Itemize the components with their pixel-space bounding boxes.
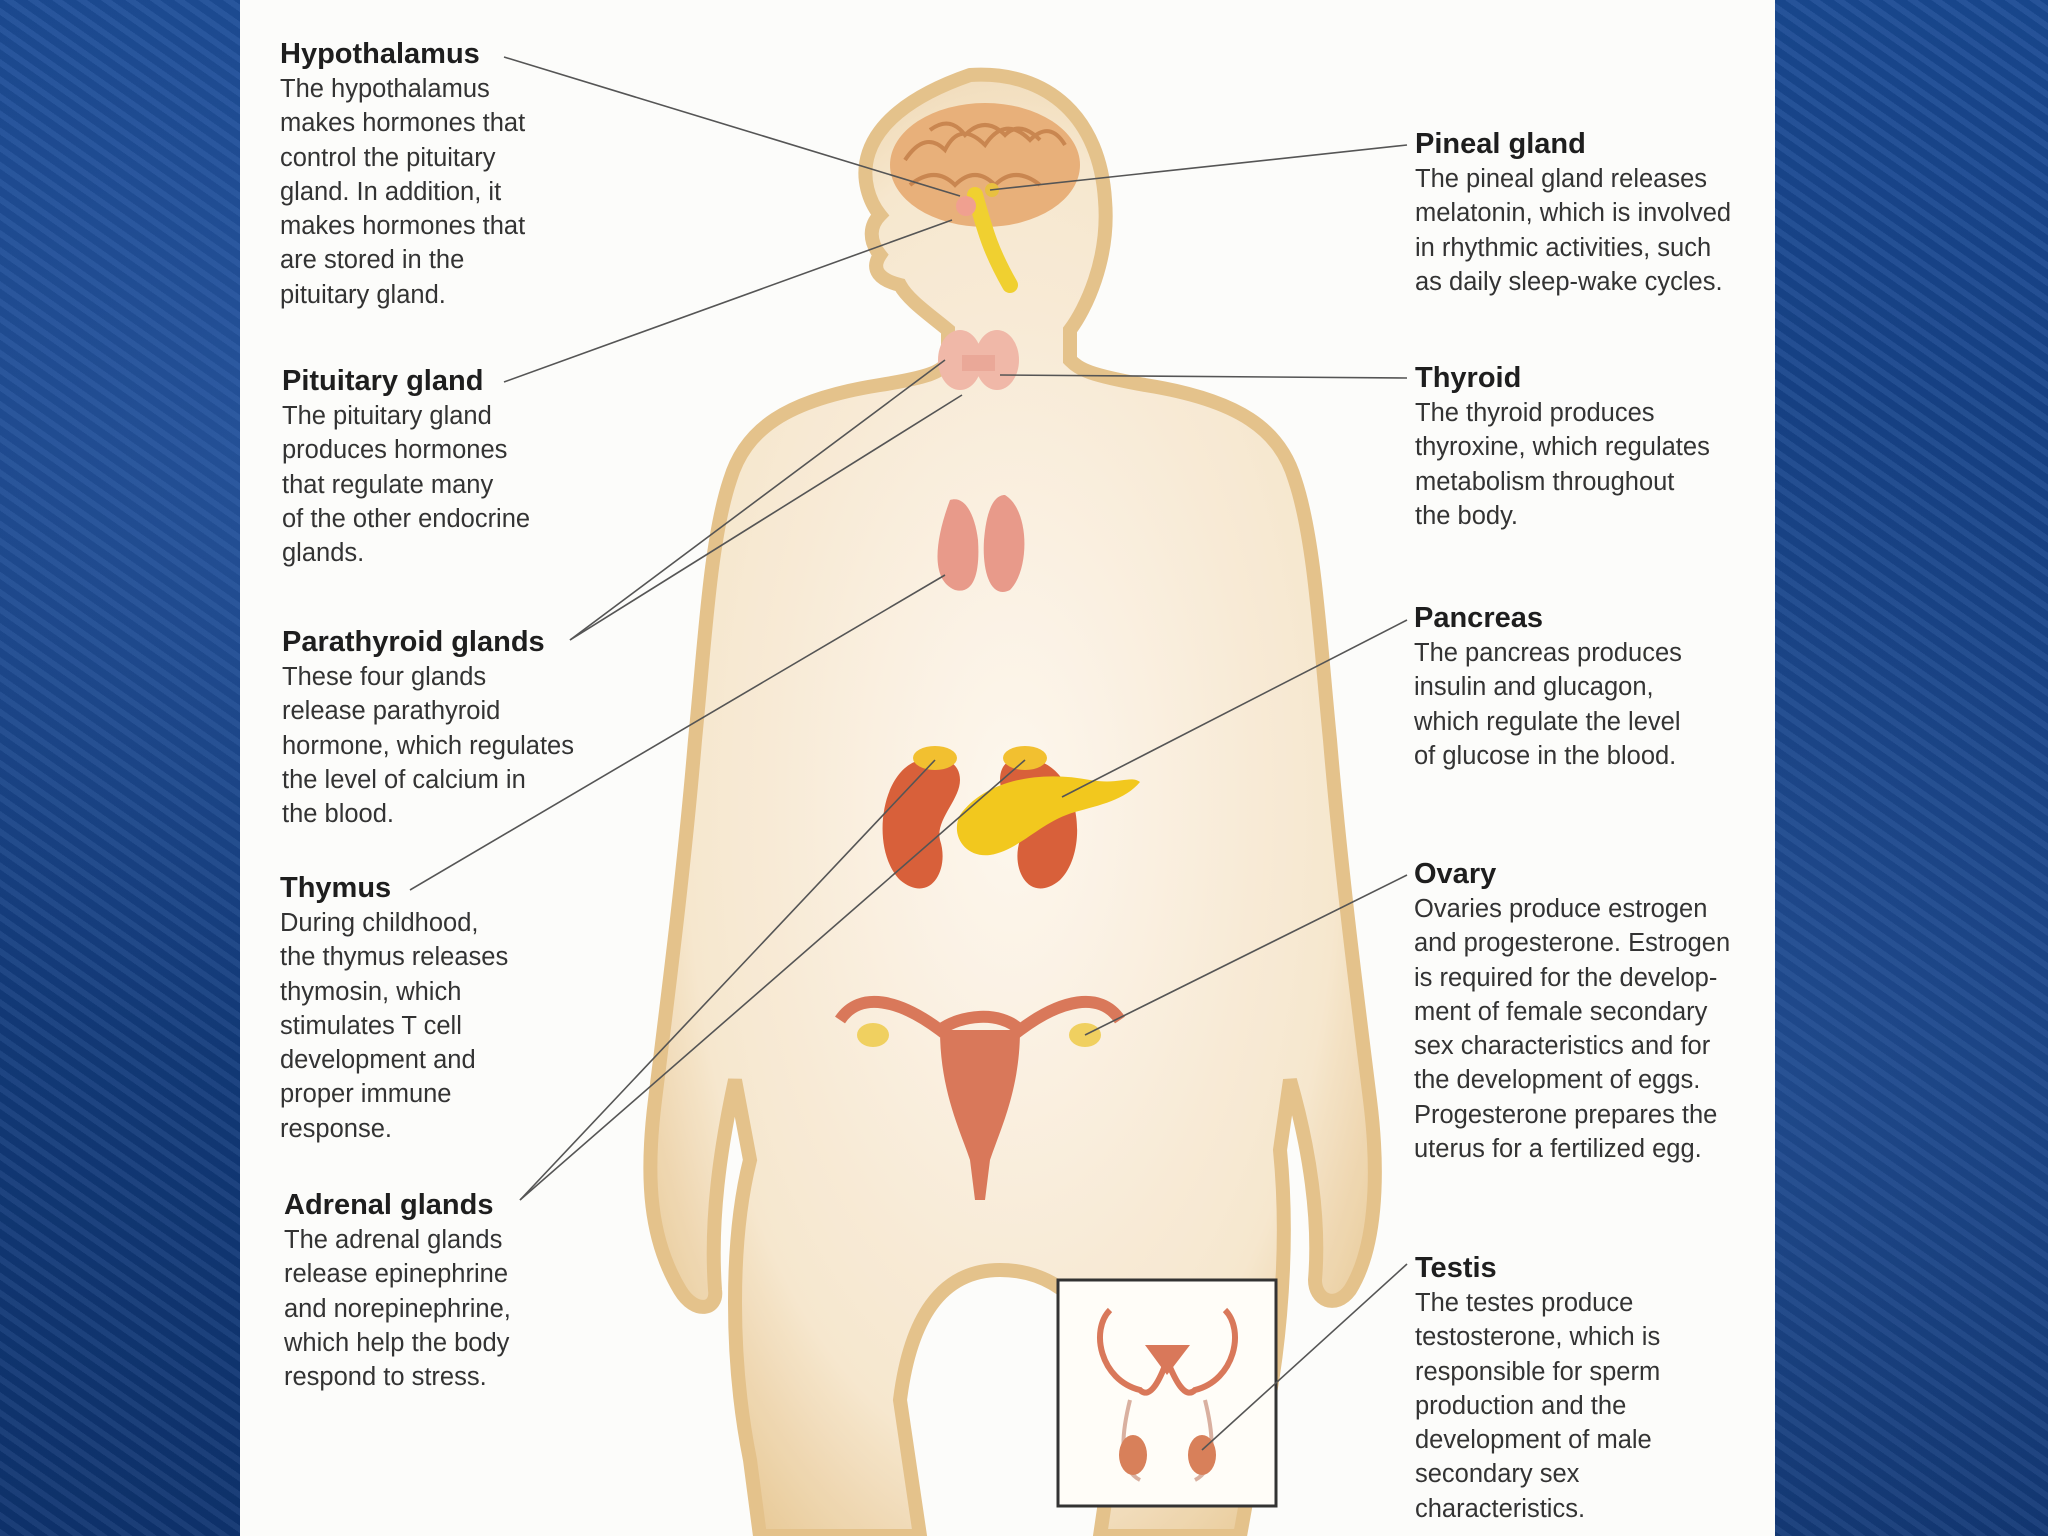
thyroid-title: Thyroid (1415, 362, 1522, 394)
parathyroid-desc: These four glands release parathyroid ho… (282, 663, 574, 829)
label-thyroid: Thyroid The thyroid produces thyroxine, … (1415, 360, 1755, 533)
ovary-desc: Ovaries produce estrogen and progesteron… (1414, 895, 1731, 1164)
ovary-title: Ovary (1414, 858, 1497, 890)
testis-inset (1056, 1278, 1278, 1508)
pituitary-title: Pituitary gland (282, 365, 484, 397)
pineal-title: Pineal gland (1415, 128, 1586, 160)
hypothalamus-desc: The hypothalamus makes hormones that con… (280, 75, 526, 309)
pancreas-desc: The pancreas produces insulin and glucag… (1414, 639, 1682, 770)
testis-title: Testis (1415, 1252, 1497, 1284)
label-hypothalamus: Hypothalamus The hypothalamus makes horm… (280, 36, 580, 312)
parathyroid-title: Parathyroid glands (282, 626, 545, 658)
label-pineal: Pineal gland The pineal gland releases m… (1415, 126, 1770, 299)
testis-desc: The testes produce testosterone, which i… (1415, 1289, 1661, 1523)
pancreas-title: Pancreas (1414, 602, 1543, 634)
pituitary-desc: The pituitary gland produces hormones th… (282, 402, 531, 568)
label-thymus: Thymus During childhood, the thymus rele… (280, 870, 580, 1146)
label-pancreas: Pancreas The pancreas produces insulin a… (1414, 600, 1754, 773)
label-ovary: Ovary Ovaries produce estrogen and proge… (1414, 856, 1769, 1166)
pineal-desc: The pineal gland releases melatonin, whi… (1415, 165, 1732, 296)
adrenal-desc: The adrenal glands release epinephrine a… (284, 1226, 511, 1392)
label-testis: Testis The testes produce testosterone, … (1415, 1250, 1755, 1526)
adrenal-title: Adrenal glands (284, 1189, 494, 1221)
thymus-title: Thymus (280, 872, 392, 904)
diagram-page: Hypothalamus The hypothalamus makes horm… (240, 0, 1775, 1536)
label-parathyroid: Parathyroid glands These four glands rel… (282, 624, 622, 831)
label-pituitary: Pituitary gland The pituitary gland prod… (282, 363, 602, 570)
thyroid-desc: The thyroid produces thyroxine, which re… (1415, 399, 1710, 530)
label-adrenal: Adrenal glands The adrenal glands releas… (284, 1187, 584, 1394)
hypothalamus-title: Hypothalamus (280, 38, 480, 70)
thymus-desc: During childhood, the thymus releases th… (280, 909, 509, 1143)
